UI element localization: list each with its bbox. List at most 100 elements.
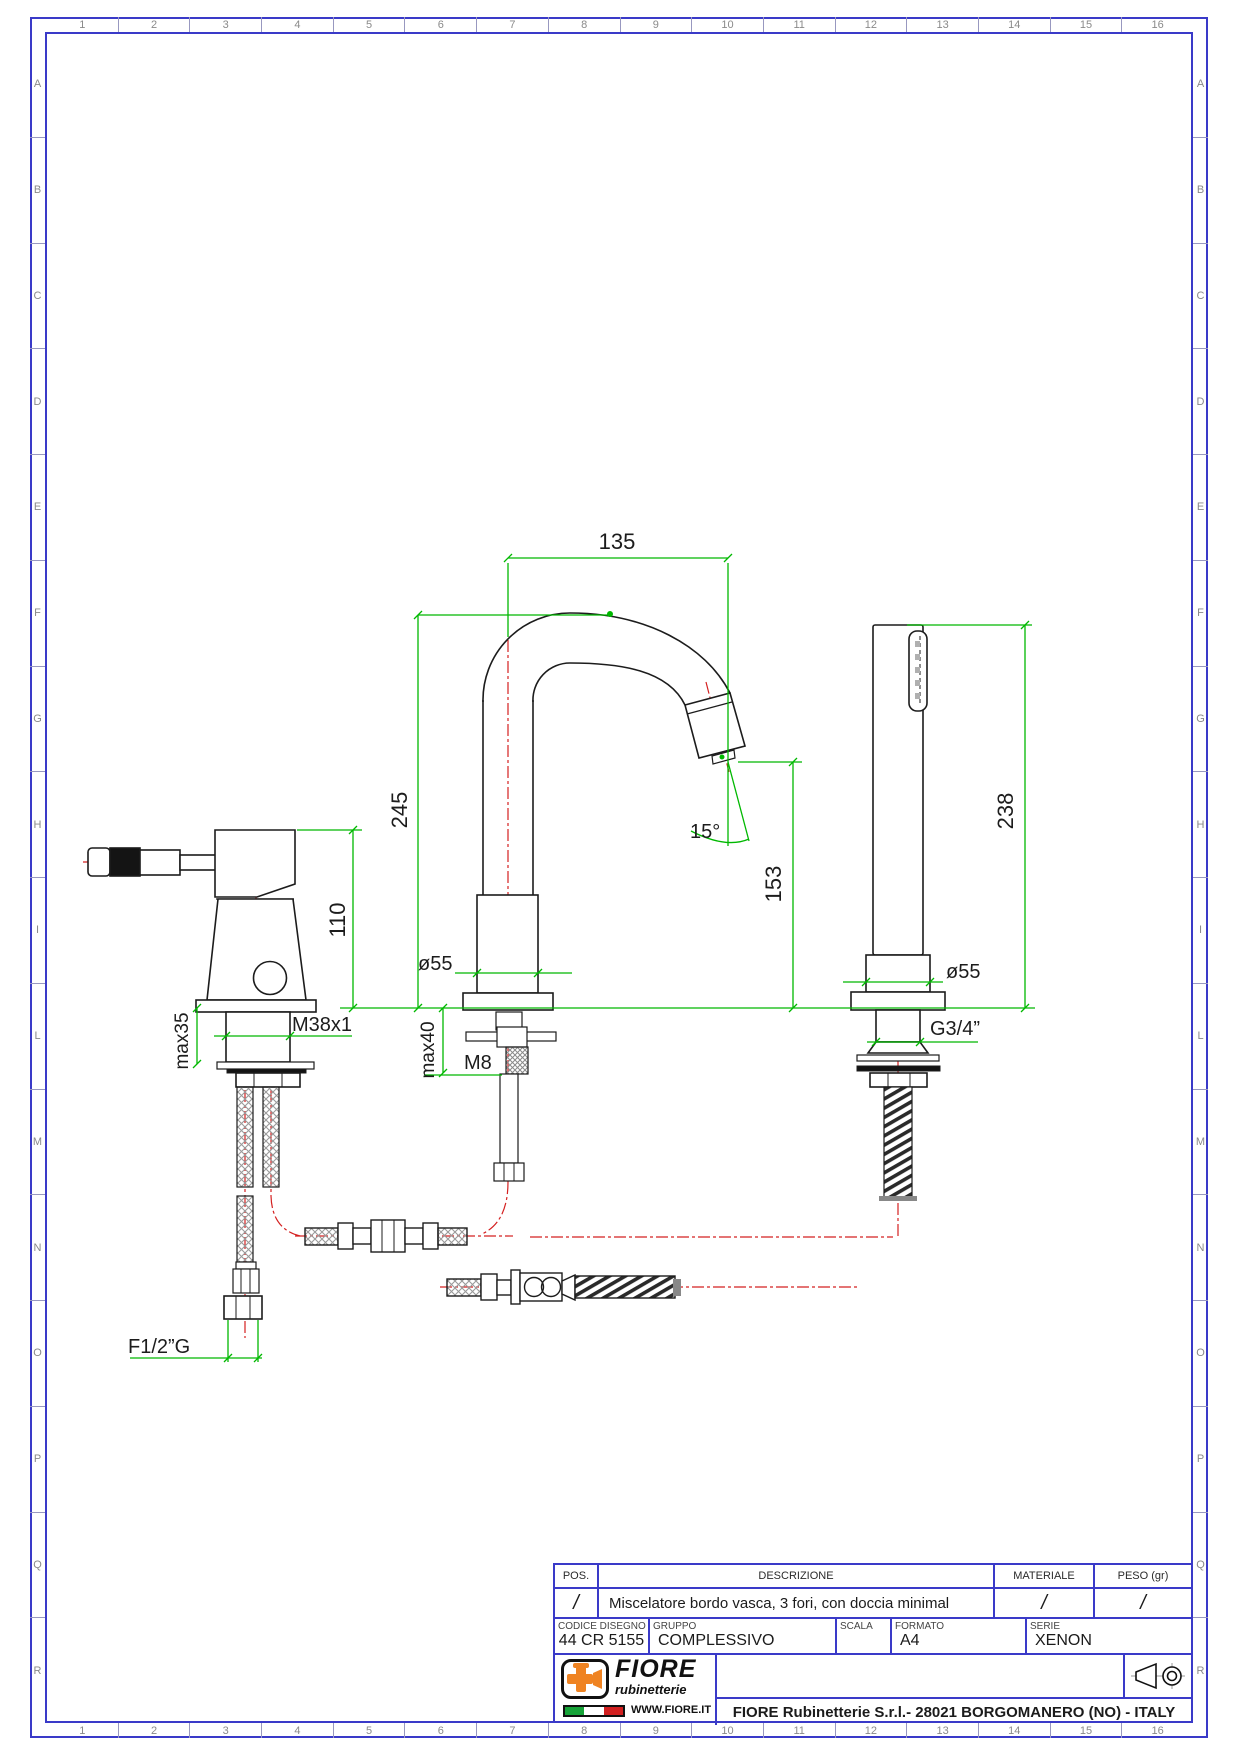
grid-col: 15: [1049, 1723, 1122, 1738]
grid-row: I: [1193, 877, 1208, 983]
grid-col: 13: [906, 17, 978, 32]
title-block-meta-row: CODICE DISEGNO 44 CR 5155 GRUPPO COMPLES…: [555, 1619, 1191, 1655]
dimension-lines: [130, 553, 1035, 1363]
grid-columns-bottom: 1 2 3 4 5 6 7 8 9 10 11 12 13 14 15 16: [47, 1723, 1193, 1738]
supply-hose-left: [236, 1086, 254, 1188]
grid-rows-right: A B C D E F G H I L M N O P Q R: [1193, 32, 1208, 1723]
grid-row: F: [30, 559, 45, 666]
grid-col: 16: [1121, 1723, 1193, 1738]
grid-row: L: [30, 982, 45, 1089]
grid-col: 1: [79, 18, 86, 31]
angle-reference-line: [727, 761, 750, 842]
supply-hose-end-nut: [223, 1295, 263, 1320]
fiore-website: WWW.FIORE.IT: [631, 1704, 712, 1716]
g34-thread-label: G3/4”: [930, 1018, 980, 1040]
grid-row: Q: [1193, 1511, 1208, 1618]
shower-flex-hose: [446, 1269, 681, 1305]
grid-row: C: [30, 242, 45, 349]
grid-col: 3: [189, 17, 261, 32]
handshower-mounting-nut: [869, 1072, 928, 1088]
serie-cell: SERIE XENON: [1027, 1619, 1191, 1653]
dim-135-label: 135: [599, 529, 636, 554]
descrizione-header: DESCRIZIONE: [599, 1565, 995, 1587]
mixer-lever-tip: [87, 847, 111, 877]
grid-col: 10: [691, 1723, 763, 1738]
grid-col: 16: [1121, 17, 1193, 32]
formato-cell: FORMATO A4: [892, 1619, 1027, 1653]
grid-col: 9: [619, 1723, 692, 1738]
grid-row: R: [1193, 1617, 1208, 1723]
hose-spring-guard: [574, 1275, 676, 1299]
formato-value: A4: [900, 1632, 920, 1649]
max35-label: max35: [172, 1012, 193, 1069]
grid-row: R: [30, 1617, 45, 1723]
connection-hose-upper: [304, 1219, 468, 1253]
dim-245-label: 245: [387, 792, 412, 829]
grid-row: O: [1193, 1300, 1208, 1406]
m38x1-label: M38x1: [292, 1014, 352, 1036]
title-block: POS. DESCRIZIONE MATERIALE PESO (gr) / M…: [553, 1563, 1193, 1725]
grid-col: 15: [1049, 17, 1122, 32]
grid-columns-top: 1 2 3 4 5 6 7 8 9 10 11 12 13 14 15 16: [47, 17, 1193, 32]
grid-row: A: [33, 78, 42, 91]
grid-row: G: [30, 665, 45, 772]
italian-flag-icon: [563, 1705, 625, 1717]
spout-base: [476, 894, 539, 994]
angle-15-label: 15°: [690, 821, 720, 843]
title-block-value-row: / Miscelatore bordo vasca, 3 fori, con d…: [555, 1589, 1191, 1619]
grid-col: 5: [332, 1723, 405, 1738]
fiore-logo: FIORE rubinetterie WWW.FIORE.IT: [555, 1655, 717, 1725]
grid-col: 4: [261, 1723, 333, 1738]
mixer-lever-shaft: [139, 849, 181, 876]
grid-row: M: [1193, 1088, 1208, 1195]
shower-diameter-label: ø55: [946, 961, 980, 983]
grid-col: 9: [619, 17, 692, 32]
spout-outlet: [684, 692, 746, 759]
grid-col: 12: [834, 1723, 907, 1738]
materiale-value: /: [995, 1589, 1095, 1617]
serie-value: XENON: [1035, 1632, 1092, 1649]
grid-row: G: [1193, 665, 1208, 772]
grid-col: 7: [476, 1723, 548, 1738]
grid-row: I: [30, 877, 45, 983]
pos-value: /: [555, 1589, 599, 1617]
grid-row: B: [1193, 136, 1208, 243]
grid-row: P: [1193, 1405, 1208, 1512]
grid-row: D: [1193, 348, 1208, 454]
grid-col: 6: [404, 1723, 476, 1738]
grid-row: P: [30, 1405, 45, 1512]
hose-coupling: [370, 1219, 406, 1253]
scala-cell: SCALA: [837, 1619, 892, 1653]
grid-row: D: [30, 348, 45, 454]
grid-row: E: [1193, 454, 1208, 560]
peso-header: PESO (gr): [1117, 1570, 1169, 1582]
serie-label: SERIE: [1030, 1621, 1061, 1632]
handshower-tailpiece: [875, 1009, 921, 1043]
scala-label: SCALA: [840, 1621, 873, 1632]
grid-col: 8: [547, 17, 620, 32]
grid-row: F: [1193, 559, 1208, 666]
materiale-header: MATERIALE: [995, 1565, 1095, 1587]
spout-unit: [462, 612, 746, 1182]
gruppo-cell: GRUPPO COMPLESSIVO: [650, 1619, 837, 1653]
gruppo-value: COMPLESSIVO: [658, 1632, 775, 1649]
mixer-lever-stem: [179, 854, 219, 871]
dimension-labels: 135 245 153 110 238 15° ø55 ø55 max35 ma…: [128, 529, 1018, 1358]
handshower-base: [865, 954, 931, 993]
peso-value: /: [1140, 1591, 1146, 1614]
grid-row: H: [1193, 771, 1208, 877]
supply-hose-right: [262, 1086, 280, 1188]
grid-row: O: [30, 1300, 45, 1406]
grid-row: L: [1193, 982, 1208, 1089]
grid-col: 2: [117, 1723, 190, 1738]
grid-row: C: [1193, 242, 1208, 349]
descrizione-value: Miscelatore bordo vasca, 3 fori, con doc…: [599, 1589, 995, 1617]
grid-col: 4: [261, 17, 333, 32]
codice-value: 44 CR 5155: [558, 1632, 645, 1649]
spout-gooseneck-outer: [482, 612, 731, 703]
mixer-diverter-knob: [252, 960, 288, 996]
handshower-unit: [850, 624, 946, 1201]
grid-col: 5: [332, 17, 405, 32]
